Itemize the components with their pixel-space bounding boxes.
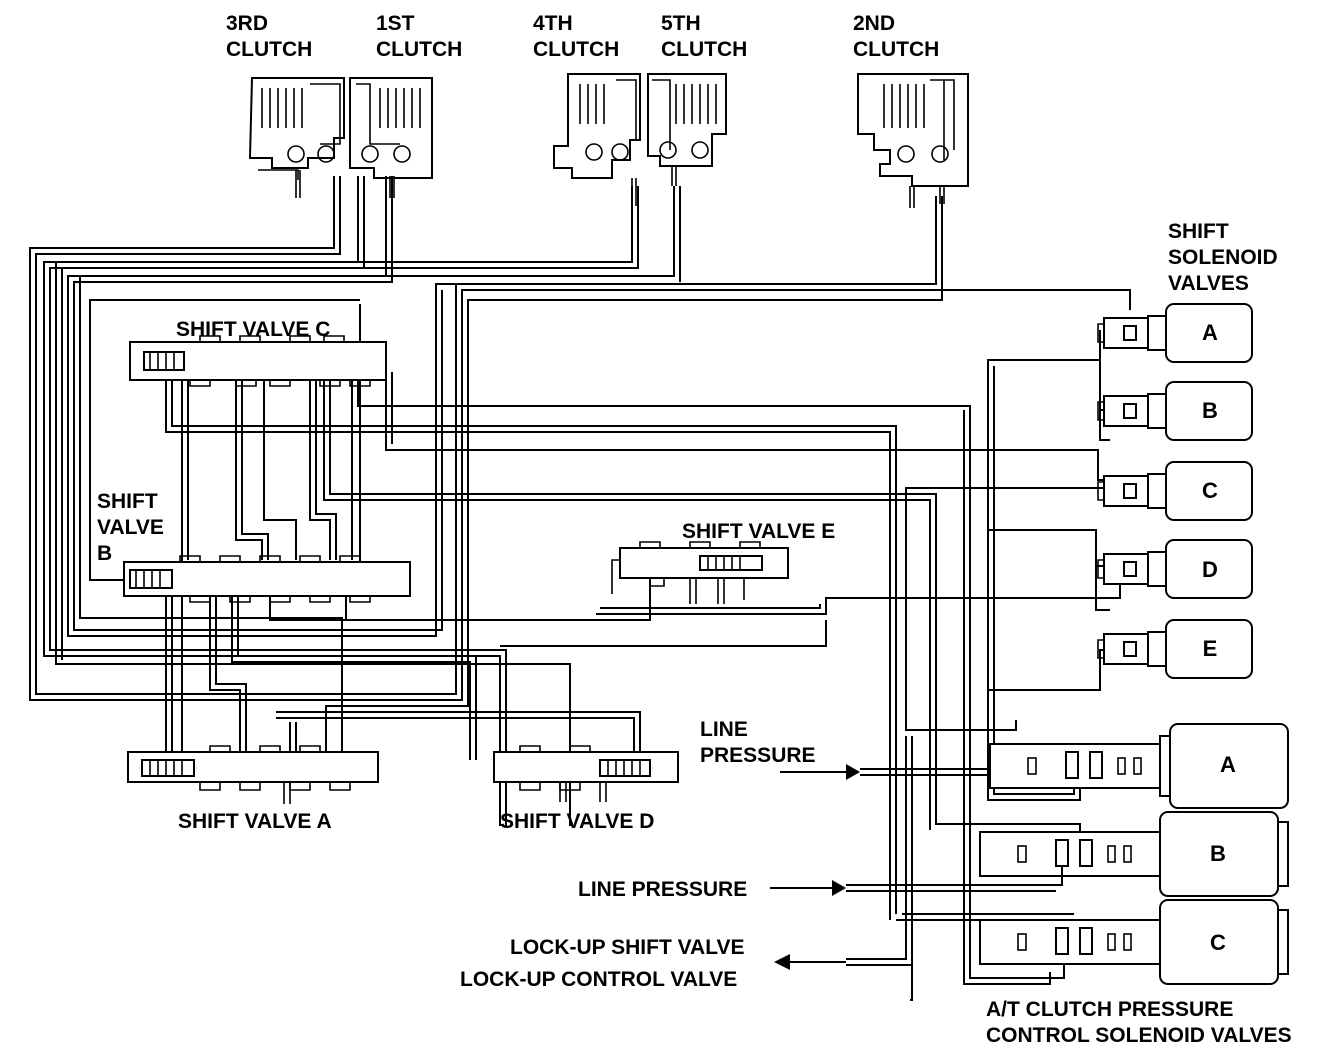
shift-solenoid-e: E (1097, 619, 1253, 679)
clutch-3rd-1st-assembly (248, 77, 433, 198)
pressure-solenoid-b: B (979, 811, 1289, 897)
clutch-4th-5th-assembly (553, 73, 727, 206)
line-pressure-arrow-2 (770, 866, 1063, 896)
label-at-clutch-pressure-control: A/T CLUTCH PRESSURE CONTROL SOLENOID VAL… (986, 998, 1292, 1047)
shift-valve-e (611, 541, 789, 604)
label-2nd-clutch: 2ND CLUTCH (853, 12, 939, 61)
label-shift-valve-d: SHIFT VALVE D (500, 810, 654, 833)
clutch-2nd-assembly (857, 73, 969, 208)
label-shift-valve-a: SHIFT VALVE A (178, 810, 332, 833)
label-line-pressure-2: LINE PRESSURE (578, 878, 747, 901)
pressure-solenoid-c-letter: C (1210, 930, 1226, 955)
shift-valve-d (493, 745, 679, 802)
shift-solenoid-c-letter: C (1202, 478, 1218, 503)
label-3rd-clutch: 3RD CLUTCH (226, 12, 312, 61)
shift-valve-c (129, 335, 387, 387)
label-lockup-shift-valve: LOCK-UP SHIFT VALVE (510, 936, 745, 959)
shift-valve-b (123, 555, 411, 603)
pressure-solenoid-c: C (979, 899, 1289, 985)
shift-solenoid-b-letter: B (1202, 398, 1218, 423)
pressure-solenoid-a-letter: A (1220, 752, 1236, 777)
shift-solenoid-a-letter: A (1202, 320, 1218, 345)
label-line-pressure-1: LINE PRESSURE (700, 718, 816, 767)
lockup-arrow (774, 736, 912, 970)
label-lockup-control-valve: LOCK-UP CONTROL VALVE (460, 968, 737, 991)
shift-solenoid-a: A (1097, 303, 1253, 363)
label-shift-valve-b: SHIFT VALVE B (97, 490, 170, 565)
shift-solenoid-d: D (1097, 539, 1253, 599)
pressure-solenoid-b-letter: B (1210, 841, 1226, 866)
shift-solenoid-e-letter: E (1203, 636, 1218, 661)
pressure-solenoid-a: A (989, 723, 1289, 809)
shift-solenoid-d-letter: D (1202, 557, 1218, 582)
shift-valve-a (127, 745, 379, 804)
label-shift-valve-c: SHIFT VALVE C (176, 318, 330, 341)
label-1st-clutch: 1ST CLUTCH (376, 12, 462, 61)
shift-solenoid-c: C (1097, 461, 1253, 521)
label-4th-clutch: 4TH CLUTCH (533, 12, 619, 61)
line-pressure-arrow-1 (780, 764, 990, 780)
label-5th-clutch: 5TH CLUTCH (661, 12, 747, 61)
label-shift-valve-e: SHIFT VALVE E (682, 520, 835, 543)
shift-solenoid-b: B (1097, 381, 1253, 441)
label-shift-solenoid-valves: SHIFT SOLENOID VALVES (1168, 220, 1284, 295)
